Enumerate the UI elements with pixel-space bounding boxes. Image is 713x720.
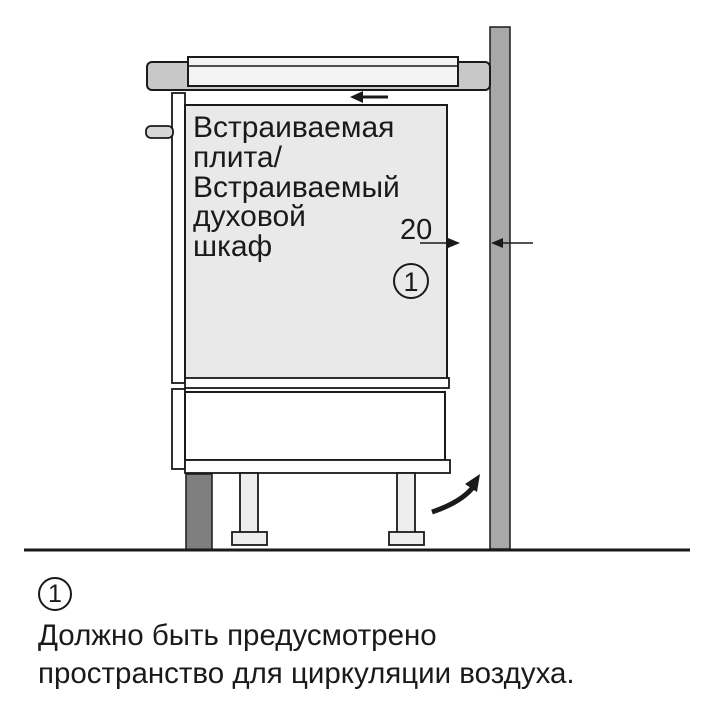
- appliance-body: [184, 104, 448, 383]
- oven-handle: [145, 125, 174, 139]
- airflow-arrow-top-head: [350, 91, 363, 103]
- dimension-arrow-right-head: [491, 238, 503, 248]
- airflow-arrow-curve: [431, 484, 476, 515]
- oven-front-strip: [171, 92, 186, 384]
- side-wall: [489, 26, 511, 550]
- airflow-arrow-curve-head: [465, 474, 480, 492]
- appliance-label-line-2: плита/: [193, 141, 283, 174]
- marker-number: 1: [403, 267, 418, 297]
- foot-left: [231, 531, 268, 546]
- appliance-label-line-4: духовой: [193, 200, 306, 233]
- legend-marker-number: 1: [38, 577, 72, 611]
- appliance-label-line-3: Встраиваемый: [193, 171, 400, 204]
- clearance-value: 20: [400, 214, 432, 246]
- appliance-label-line-5: шкаф: [193, 230, 272, 263]
- dimension-arrow-left-head: [448, 238, 460, 248]
- oven-rail: [184, 377, 450, 389]
- leg-left: [239, 472, 259, 534]
- cabinet-side-panel: [185, 473, 213, 551]
- hob-glass: [187, 56, 459, 87]
- foot-right: [388, 531, 425, 546]
- base-plate: [184, 459, 451, 474]
- legend-marker: 1: [38, 576, 72, 611]
- appliance-label-line-1: Встраиваемая: [193, 111, 394, 144]
- leg-right: [396, 472, 416, 534]
- drawer-box: [184, 391, 446, 461]
- drawer-left-strip: [171, 388, 186, 470]
- installation-diagram: 20 Встраиваемая плита/ Встраиваемый духо…: [24, 26, 690, 552]
- caption-line-2: пространство для циркуляции воздуха.: [38, 657, 575, 690]
- caption-line-1: Должно быть предусмотрено: [38, 619, 437, 652]
- marker-circle: [393, 263, 429, 299]
